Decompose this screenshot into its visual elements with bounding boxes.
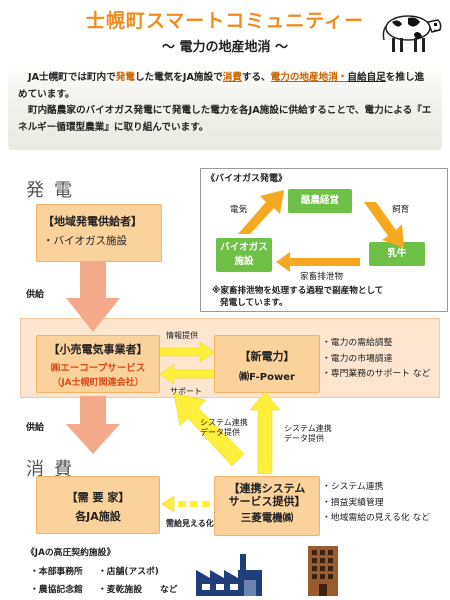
electricity-arrow <box>238 190 284 234</box>
label-manure: 家畜排泄物 <box>300 272 343 282</box>
info-label: 情報提供 <box>166 331 198 340</box>
new-power-name: ㈱F-Power <box>239 372 295 383</box>
supply-label-1: 供給 <box>26 290 45 300</box>
intro-panel: JA士幌町では町内で発電した電気をJA施設で消費する、電力の地産地消・自給自足を… <box>8 62 442 150</box>
biogas-cycle-panel <box>200 168 448 312</box>
dairy-cow-box: 乳牛 <box>369 242 425 266</box>
intro-paragraph-2: 町内酪農家のバイオガス発電にて発電した電力を各JA施設に供給することで、電力によ… <box>18 105 432 133</box>
system-data-label: データ提供 <box>284 434 324 443</box>
retailer-sub: （JA士幌町関連会社） <box>52 378 144 388</box>
intro-highlight: 電力の地産地消・ <box>270 72 348 83</box>
factory-icon <box>196 554 262 596</box>
facility-item: ・本部事務所 <box>30 567 83 577</box>
intro-text: した電気をJA施設で <box>134 72 223 83</box>
consumer-box: 【需 要 家】 各JA施設 <box>36 476 160 534</box>
intro-highlight: 自給自足 <box>347 72 386 83</box>
facility-list-title: 《JAの高圧契約施設》 <box>26 548 116 558</box>
retailer-name: ㈱エーコープサービス <box>50 363 146 374</box>
system-data-arrow-2 <box>250 392 280 474</box>
system-data-label-2: システム連携 データ提供 <box>284 424 332 444</box>
support-arrow <box>160 363 214 385</box>
facility-item: ・農協記念館 <box>30 585 83 595</box>
system-name: 三菱電機㈱ <box>240 512 294 524</box>
dairy-farming-box: 酪農経営 <box>288 189 352 213</box>
section-consumption: 消費 <box>26 459 82 480</box>
facility-item: など <box>160 585 178 595</box>
intro-highlight: 発電 <box>115 72 135 83</box>
facility-item: ・麦乾施設 <box>98 585 142 595</box>
system-data-label: システム連携 <box>200 418 248 427</box>
new-power-bullet: ・電力の市場調達 <box>322 353 393 364</box>
retailer-title: 【小売電気事業者】 <box>48 343 148 356</box>
biogas-cycle-arrows <box>238 190 404 272</box>
biogas-note-line2: 発電しています。 <box>220 298 288 308</box>
system-bullet: ・地域需給の見える化 など <box>322 513 431 523</box>
system-data-arrow-1 <box>173 393 245 467</box>
building-icon <box>308 546 338 596</box>
intro-highlight: 消費 <box>222 72 242 83</box>
system-bullets: ・システム連携 ・損益実績管理 ・地域需給の見える化 など <box>322 480 430 527</box>
visualize-arrow <box>161 495 210 513</box>
label-feeding: 飼育 <box>392 205 410 215</box>
info-support-arrows <box>160 341 214 385</box>
new-power-title: 【新電力】 <box>239 350 295 363</box>
system-service-box: 【連携システム サービス提供】 三菱電機㈱ <box>214 476 320 536</box>
system-title-line2: サービス提供】 <box>228 495 306 508</box>
biogas-plant-box: バイオガス 施設 <box>216 238 272 272</box>
supply-label-2: 供給 <box>26 423 45 433</box>
visualize-label: 需給見える化 <box>166 519 214 528</box>
biogas-note-line1: ※家畜排泄物を処理する過程で副産物として <box>212 286 384 296</box>
retailer-box: 【小売電気事業者】 ㈱エーコープサービス （JA士幌町関連会社） <box>36 335 160 393</box>
supply-arrow-1 <box>66 262 120 332</box>
system-bullet: ・損益実績管理 <box>322 497 384 508</box>
intro-text: を推し進めています。 <box>18 72 425 100</box>
support-label: サポート <box>170 387 202 396</box>
system-data-label: システム連携 <box>284 424 332 433</box>
cow-icon <box>382 15 442 52</box>
feeding-arrow <box>364 202 404 248</box>
generation-box-title: 【地域発電供給者】 <box>43 215 142 228</box>
info-arrow <box>160 341 214 363</box>
biogas-plant-label: バイオガス <box>220 242 268 253</box>
page-subtitle: ～ 電力の地産地消 ～ <box>161 40 289 55</box>
intro-paragraph-1: JA士幌町では町内で発電した電気をJA施設で消費する、電力の地産地消・自給自足を… <box>8 62 442 103</box>
generation-box-item: ・バイオガス施設 <box>43 235 127 247</box>
intro-text: する、 <box>241 72 271 83</box>
new-power-bullet: ・専門業務のサポート など <box>322 369 431 379</box>
biogas-title: 《バイオガス発電》 <box>206 174 288 184</box>
new-power-bullet: ・電力の需給調整 <box>322 338 393 348</box>
consumer-name: 各JA施設 <box>75 510 121 523</box>
new-power-bullets: ・電力の需給調整 ・電力の市場調達 ・専門業務のサポート など <box>322 336 430 383</box>
system-data-label: データ提供 <box>200 428 240 437</box>
generation-supplier-box: 【地域発電供給者】 ・バイオガス施設 <box>36 204 162 262</box>
page-title: 士幌町スマートコミュニティー <box>85 10 365 32</box>
system-data-label-1: システム連携 データ提供 <box>200 418 248 438</box>
system-bullet: ・システム連携 <box>322 482 384 492</box>
section-generation: 発電 <box>26 180 82 201</box>
consumer-title: 【需 要 家】 <box>66 491 130 504</box>
new-power-box: 【新電力】 ㈱F-Power <box>214 335 320 393</box>
facility-item: ・店舗(アスポ) <box>98 567 159 577</box>
system-title-line1: 【連携システム <box>228 482 306 495</box>
intro-text: JA士幌町では町内で <box>28 72 116 83</box>
manure-arrow <box>276 252 360 272</box>
supply-arrow-2 <box>66 396 120 454</box>
label-electricity: 電気 <box>230 205 248 215</box>
biogas-plant-label: 施設 <box>234 256 254 267</box>
